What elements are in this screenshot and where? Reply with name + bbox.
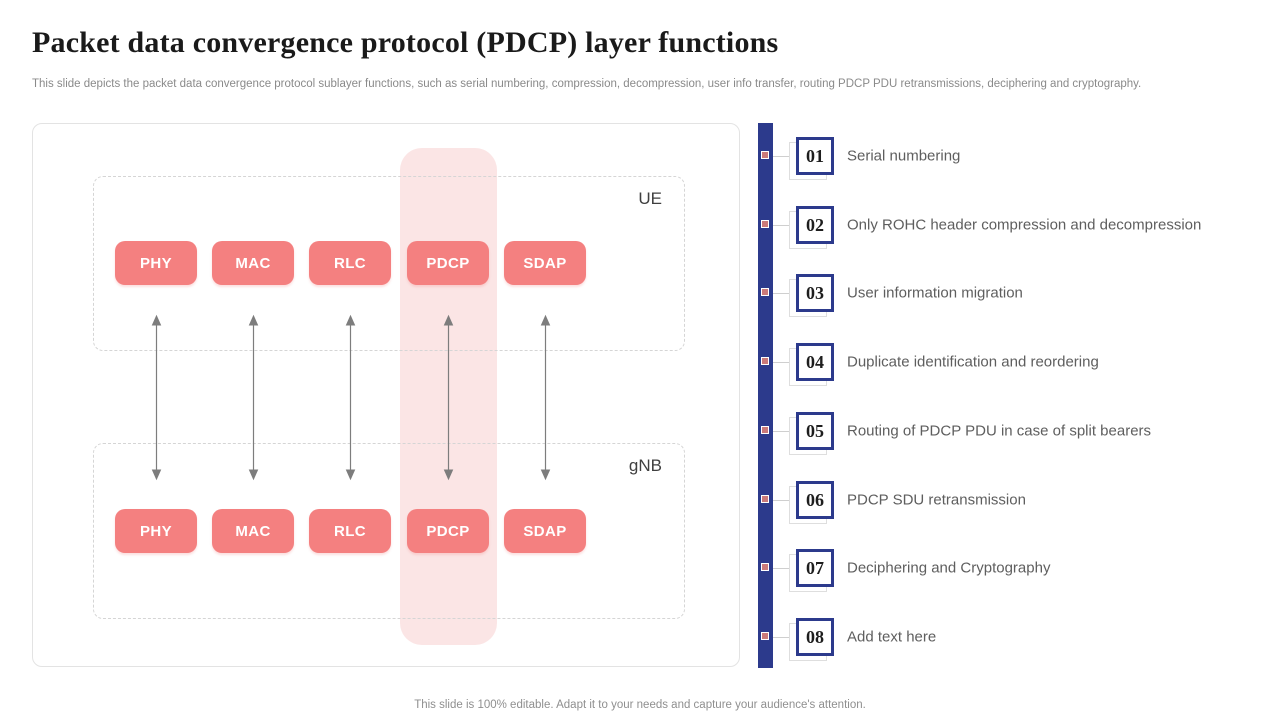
connector-line: [773, 431, 789, 432]
function-item-04: 04 Duplicate identification and reorderi…: [758, 340, 1238, 386]
number-box: 08: [796, 618, 834, 656]
number-box: 02: [796, 206, 834, 244]
ue-layer-phy: PHY: [115, 241, 197, 285]
number-box: 04: [796, 343, 834, 381]
gnb-label: gNB: [628, 456, 662, 475]
timeline-marker-icon: [761, 495, 769, 503]
function-item-07: 07 Deciphering and Cryptography: [758, 546, 1238, 592]
number-box: 05: [796, 412, 834, 450]
function-label: PDCP SDU retransmission: [847, 491, 1026, 509]
number-box: 03: [796, 274, 834, 312]
function-label: Duplicate identification and reordering: [847, 353, 1099, 371]
function-item-01: 01 Serial numbering: [758, 134, 1238, 180]
function-item-08: 08 Add text here: [758, 615, 1238, 661]
gnb-layer-mac: MAC: [212, 509, 294, 553]
function-label: Add text here: [847, 628, 937, 646]
gnb-layer-sdap: SDAP: [504, 509, 586, 553]
page-title: Packet data convergence protocol (PDCP) …: [32, 26, 779, 59]
timeline-marker-icon: [761, 632, 769, 640]
connector-line: [773, 362, 789, 363]
gnb-group-box: gNB: [93, 443, 685, 619]
ue-layer-sdap: SDAP: [504, 241, 586, 285]
connector-line: [773, 568, 789, 569]
function-item-05: 05 Routing of PDCP PDU in case of split …: [758, 409, 1238, 455]
connector-line: [773, 225, 789, 226]
gnb-layer-pdcp: PDCP: [407, 509, 489, 553]
connector-line: [773, 637, 789, 638]
function-label: Routing of PDCP PDU in case of split bea…: [847, 422, 1152, 440]
ue-layer-pdcp: PDCP: [407, 241, 489, 285]
timeline-marker-icon: [761, 151, 769, 159]
ue-group-box: UE: [93, 176, 685, 351]
number-box: 06: [796, 481, 834, 519]
timeline-marker-icon: [761, 288, 769, 296]
function-item-03: 03 User information migration: [758, 271, 1238, 317]
connector-line: [773, 156, 789, 157]
function-item-02: 02 Only ROHC header compression and deco…: [758, 203, 1238, 249]
function-label: Serial numbering: [847, 147, 961, 165]
ue-layer-rlc: RLC: [309, 241, 391, 285]
function-label: Deciphering and Cryptography: [847, 559, 1051, 577]
gnb-layer-phy: PHY: [115, 509, 197, 553]
footer-note: This slide is 100% editable. Adapt it to…: [414, 699, 866, 711]
ue-layer-mac: MAC: [212, 241, 294, 285]
page-subtitle: This slide depicts the packet data conve…: [32, 78, 1142, 90]
timeline-marker-icon: [761, 426, 769, 434]
function-label: User information migration: [847, 284, 1023, 302]
number-box: 07: [796, 549, 834, 587]
timeline-marker-icon: [761, 563, 769, 571]
function-label: Only ROHC header compression and decompr…: [847, 216, 1202, 234]
connector-line: [773, 293, 789, 294]
function-item-06: 06 PDCP SDU retransmission: [758, 478, 1238, 524]
connector-line: [773, 500, 789, 501]
diagram-card: UE gNB PHY MAC RLC PDCP SDAP PHY MAC RLC…: [32, 123, 740, 667]
gnb-layer-rlc: RLC: [309, 509, 391, 553]
ue-label: UE: [638, 189, 662, 208]
timeline-marker-icon: [761, 357, 769, 365]
timeline-marker-icon: [761, 220, 769, 228]
functions-timeline-bar: [758, 123, 773, 668]
number-box: 01: [796, 137, 834, 175]
